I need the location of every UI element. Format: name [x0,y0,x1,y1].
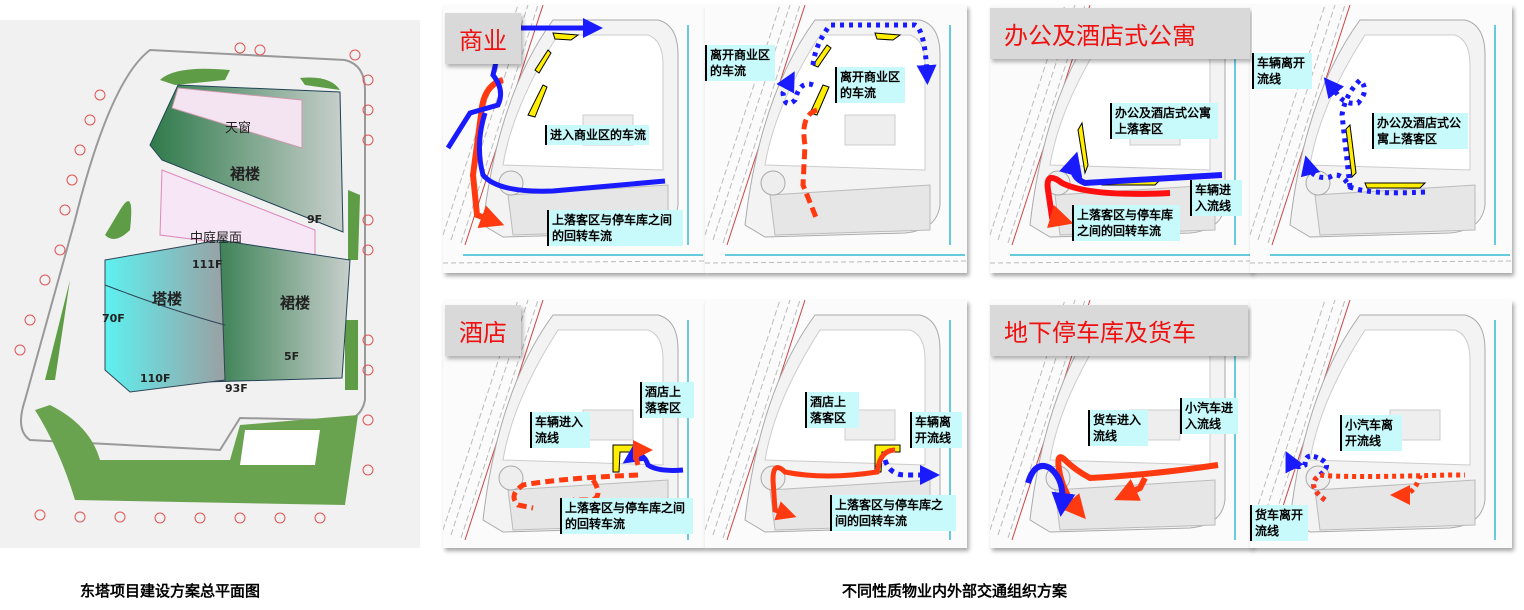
panel-title: 酒店 [445,305,521,356]
flow-diagram [1250,5,1512,273]
panel-hotel-entry: 酒店 车辆进入流线 酒店上落客区 上落客区与停车库之间的回转车流 [443,300,705,548]
flow-label: 离开商业区的车流 [705,45,775,81]
label-tower: 塔楼 [152,290,183,308]
label-9f: 9F [307,213,323,226]
label-podium-south: 裙楼 [280,294,311,312]
site-plan-drawing [14,42,374,524]
flow-label: 小汽车离开流线 [1340,415,1402,451]
flow-label: 小汽车进入流线 [1180,398,1238,434]
flow-diagram [990,300,1252,548]
flow-label: 车辆进入流线 [530,412,590,448]
panel-commercial-exit: 离开商业区的车流 离开商业区的车流 [705,5,967,273]
traffic-caption: 不同性质物业内外部交通组织方案 [842,582,1068,600]
label-93f: 93F [225,382,248,395]
flow-label: 进入商业区的车流 [545,125,650,145]
flow-diagram [990,5,1252,273]
flow-diagram [705,5,967,273]
panel-office-entry: 办公及酒店式公寓 办公及酒店式公寓上落客区 车辆进入流线 上落客区与停车库之间的… [990,5,1252,273]
panel-title: 商业 [445,13,521,64]
flow-label: 货车进入流线 [1088,410,1148,446]
flow-label: 办公及酒店式公寓上落客区 [1110,103,1218,139]
label-atrium-roof: 中庭屋面 [190,231,243,246]
flow-label: 上落客区与停车库之间的回转车流 [560,498,693,534]
flow-label: 离开商业区的车流 [835,67,905,103]
flow-label: 上落客区与停车库之间的回转车流 [1072,205,1180,241]
panel-title: 地下停车库及货车 [990,305,1248,356]
flow-label: 货车离开流线 [1250,505,1308,541]
panel-parking-exit: 小汽车离开流线 货车离开流线 [1250,300,1512,548]
flow-diagram [443,5,705,273]
panel-office-exit: 车辆离开流线 办公及酒店式公寓上落客区 [1250,5,1512,273]
flow-diagram [705,300,967,548]
site-plan: 天窗 裙楼 9F 中庭屋面 111F 塔楼 裙楼 70F 5F 110F 93F [0,20,420,548]
panel-hotel-exit: 酒店上落客区 车辆离开流线 上落客区与停车库之间的回转车流 [705,300,967,548]
flow-label: 上落客区与停车库之间的回转车流 [547,210,683,246]
flow-label: 车辆离开流线 [910,412,962,448]
flow-diagram [443,300,705,548]
flow-label: 车辆进入流线 [1190,180,1242,216]
label-5f: 5F [284,350,300,363]
panel-parking-entry: 地下停车库及货车 货车进入流线 小汽车进入流线 [990,300,1252,548]
label-70f: 70F [102,312,125,325]
flow-label: 酒店上落客区 [805,392,859,428]
label-110f: 110F [140,372,171,385]
label-111f: 111F [192,258,223,271]
site-plan-caption: 东塔项目建设方案总平面图 [80,582,261,600]
flow-label: 酒店上落客区 [640,382,694,418]
panel-title: 办公及酒店式公寓 [990,8,1250,59]
flow-diagram [1250,300,1512,548]
panel-commercial-entry: 商业 进入商业区的车流 上落客区与停车库之间的回转车流 [443,5,705,273]
label-podium-north: 裙楼 [230,165,261,183]
flow-label: 办公及酒店式公寓上落客区 [1372,113,1468,149]
flow-label: 车辆离开流线 [1252,53,1312,89]
flow-label: 上落客区与停车库之间的回转车流 [830,495,956,531]
label-skylight: 天窗 [225,121,252,136]
